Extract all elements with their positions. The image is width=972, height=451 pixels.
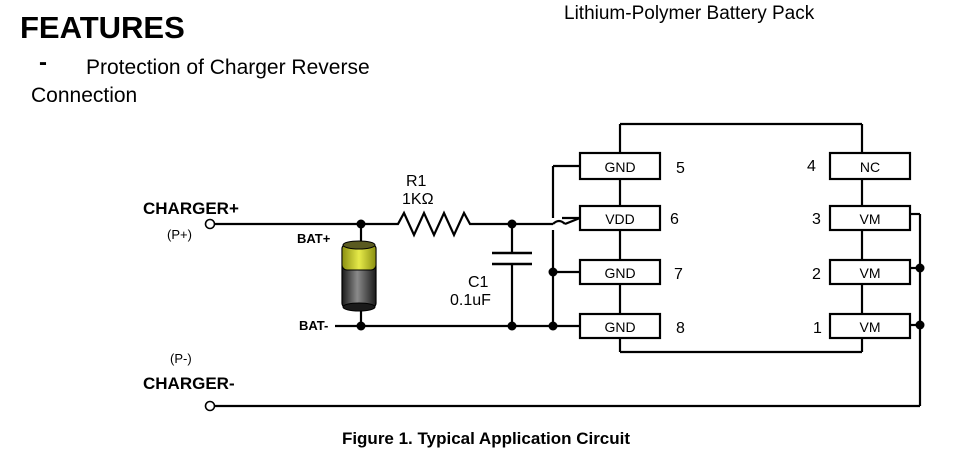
battery-cell [341,240,377,312]
pin6-number: 6 [670,211,679,228]
figure-caption: Figure 1. Typical Application Circuit [341,429,631,448]
p-plus-label: (P+) [167,227,192,242]
pin7-number: 7 [674,266,683,283]
pin3-number: 3 [812,211,821,228]
p-minus-label: (P-) [170,351,192,366]
charger-minus-label: CHARGER- [143,374,235,393]
bullet-dash: - [39,49,47,76]
resistor-r1 [390,210,474,238]
application-circuit-diagram: GND VDD GND GND 5 6 7 8 NC VM VM VM 4 3 … [143,122,925,412]
pin2-number: 2 [812,266,821,283]
feature-item-line2: Connection [31,84,138,107]
charger-plus-terminal-icon [204,218,216,230]
charger-plus-label: CHARGER+ [143,199,239,218]
features-heading: FEATURES [20,10,185,45]
pin7-label: GND [604,265,635,281]
pin3-label: VM [860,211,881,227]
c1-name-label: C1 [468,274,489,291]
ic-right-pins [828,151,912,340]
charger-minus-terminal-icon [204,400,216,412]
capacitor-c1 [492,251,532,266]
bat-plus-label: BAT+ [297,231,331,246]
pin1-number: 1 [813,320,822,337]
pin8-number: 8 [676,320,685,337]
bat-minus-label: BAT- [299,318,328,333]
c1-value-label: 0.1uF [450,292,491,309]
pin4-number: 4 [807,158,816,175]
document-title: Lithium-Polymer Battery Pack [564,3,815,24]
ic-left-pins [578,151,662,340]
pin4-label: NC [860,159,880,175]
pin1-label: VM [860,319,881,335]
pin6-label: VDD [605,211,635,227]
wires [214,122,922,408]
pin2-label: VM [860,265,881,281]
r1-name-label: R1 [406,173,427,190]
r1-value-label: 1KΩ [402,191,434,208]
pin8-label: GND [604,319,635,335]
pin5-label: GND [604,159,635,175]
feature-item-line1: Protection of Charger Reverse [86,56,370,79]
junction-dots [356,219,925,331]
pin5-number: 5 [676,160,685,177]
